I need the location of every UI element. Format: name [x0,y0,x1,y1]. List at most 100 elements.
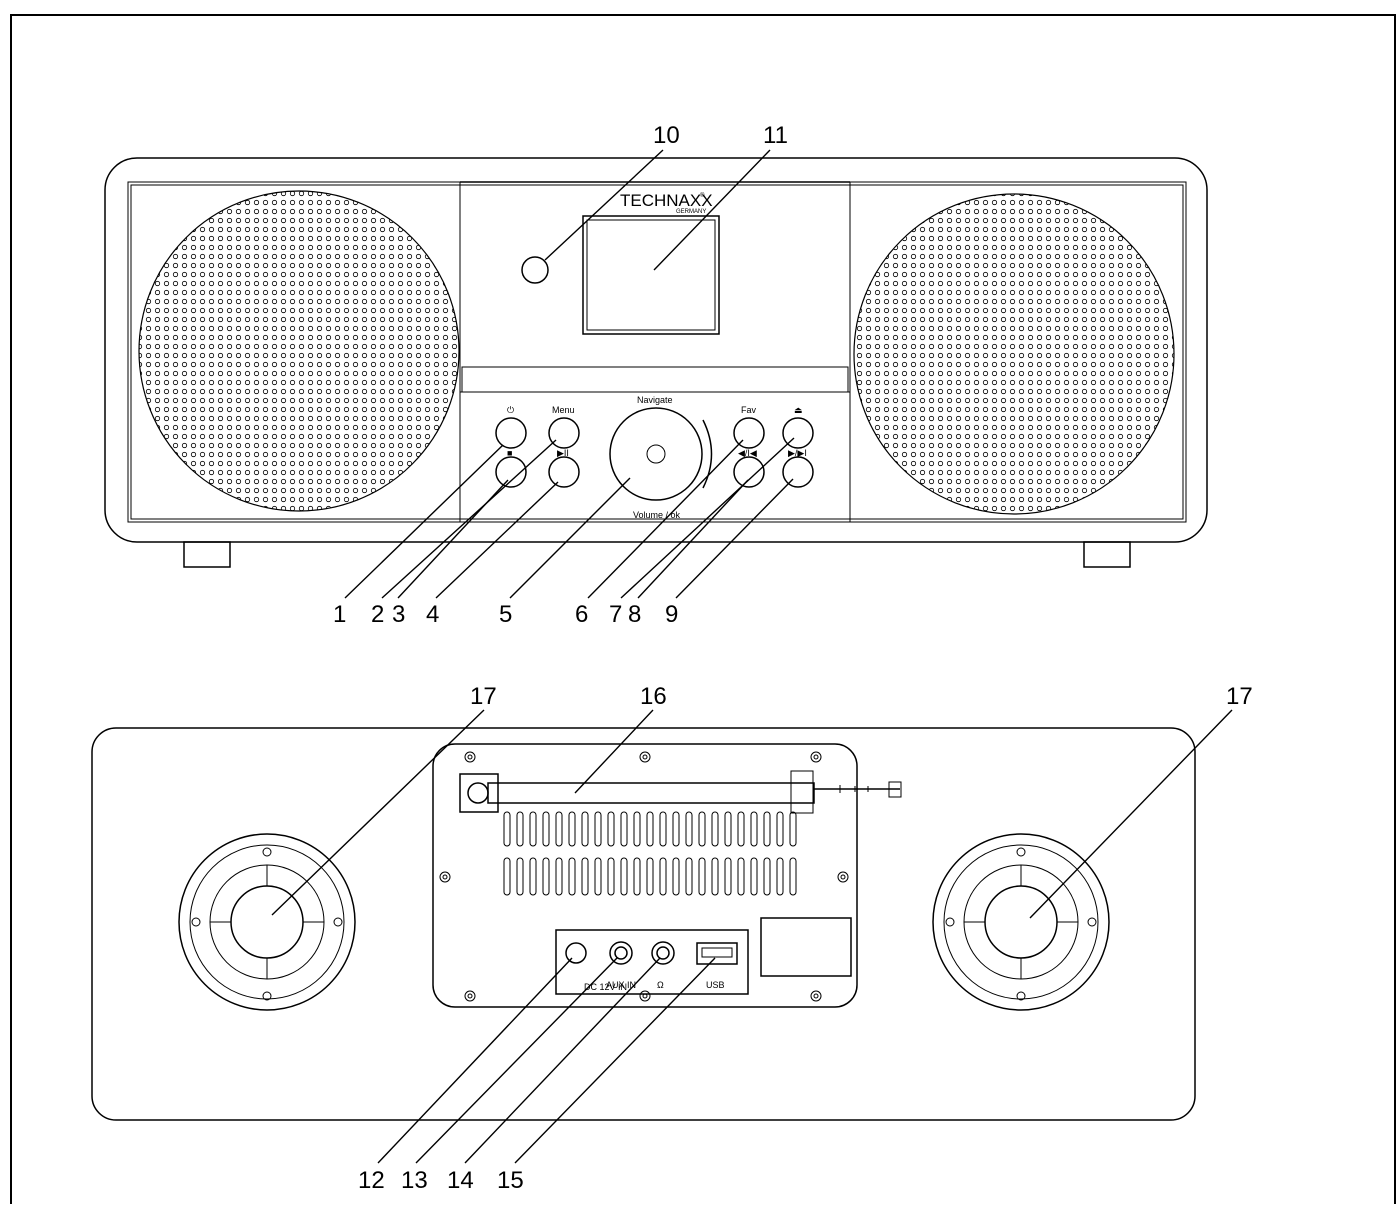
dc-in-port[interactable] [565,942,587,964]
headphone-port[interactable] [651,941,675,965]
vent-slot [633,857,641,896]
prev-button[interactable] [733,456,765,488]
vent-slot [581,811,589,847]
navigate-volume-knob[interactable] [609,407,703,501]
prev-button-label: ◀/I◀ [738,448,757,458]
vent-slot [568,811,576,847]
headphone-label: Ω [657,980,664,990]
callout-13: 13 [401,1167,428,1194]
callout-8: 8 [628,601,641,628]
play-pause-button[interactable] [548,456,580,488]
callout-12: 12 [358,1167,385,1194]
front-buttons [495,417,814,488]
vent-slot [672,857,680,896]
vent-slot [698,811,706,847]
brand-name: TECHNAXX [620,191,713,210]
telescopic-antenna[interactable] [459,770,902,814]
vent-slot [503,857,511,896]
callout-6: 6 [575,601,588,628]
fav-button[interactable] [733,417,765,449]
vent-slot [646,811,654,847]
vent-slot [659,857,667,896]
vent-slot [685,857,693,896]
callout-2: 2 [371,601,384,628]
vent-slot [737,857,745,896]
left-speaker-panel [127,181,461,523]
right-foot [1083,541,1131,568]
back-view: DC 12V IN AUX IN Ω USB [91,727,1196,1121]
power-button[interactable] [495,417,527,449]
fav-button-label: Fav [741,405,757,415]
callout-7: 7 [609,601,622,628]
vent-slot [503,811,511,847]
callout-17-left: 17 [470,683,497,710]
next-button[interactable] [782,456,814,488]
vent-slot [555,857,563,896]
vent-slot [776,857,784,896]
vent-slot [620,857,628,896]
vent-slot [711,811,719,847]
vent-slot [594,857,602,896]
vent-slot [581,857,589,896]
usb-label: USB [706,980,725,990]
control-panel [459,391,851,523]
vent-slot [542,811,550,847]
vent-slot [529,857,537,896]
cd-slot [461,366,849,393]
callout-15: 15 [497,1167,524,1194]
eject-button[interactable] [782,417,814,449]
knob-arc [702,419,713,489]
rear-screws [439,751,849,1002]
next-button-label: ▶/▶I [788,448,807,458]
stop-button-label: ■ [507,448,512,458]
figure-frame [10,14,1396,1204]
back-leaders [271,709,1233,1164]
vent-slot [711,857,719,896]
callout-16: 16 [640,683,667,710]
front-view: TECHNAXX ® GERMANY ⏻ Menu Fav ⏏ ■ ▶II ◀/… [104,157,1208,568]
menu-button[interactable] [548,417,580,449]
vent-slot [685,811,693,847]
back-cabinet [91,727,1196,1121]
brand-registered-mark: ® [700,192,705,199]
vent-slots [503,811,797,896]
vent-slot [724,811,732,847]
vent-slot [555,811,563,847]
callout-numbers: 10 11 1 2 3 4 5 6 7 8 9 17 16 17 12 13 1… [333,122,1253,1194]
callout-11: 11 [763,122,788,149]
vent-slot [659,811,667,847]
right-bass-port [932,833,1110,1011]
vent-slot [607,857,615,896]
left-bass-port [178,833,356,1011]
play-pause-button-label: ▶II [557,448,569,458]
right-speaker-grille [853,193,1175,515]
aux-in-label: AUX IN [606,980,636,990]
usb-port[interactable] [696,942,738,965]
rating-label-area [760,917,852,977]
vent-slot [724,857,732,896]
vent-slot [646,857,654,896]
front-leaders [344,149,795,599]
vent-slot [750,857,758,896]
brand-subtitle: GERMANY [676,209,706,215]
vent-slot [698,857,706,896]
aux-in-port[interactable] [609,941,633,965]
front-cabinet [104,157,1208,543]
vent-slot [633,811,641,847]
vent-slot [789,811,797,847]
display-screen [582,215,720,335]
vent-slot [529,811,537,847]
left-foot [183,541,231,568]
port-bar [555,929,749,995]
vent-slot [594,811,602,847]
callout-9: 9 [665,601,678,628]
stop-button[interactable] [495,456,527,488]
vent-slot [542,857,550,896]
vent-slot [516,857,524,896]
vent-slot [737,811,745,847]
knob-top-label: Navigate [637,395,673,405]
callout-14: 14 [447,1167,474,1194]
callout-4: 4 [426,601,439,628]
power-button-label: ⏻ [507,405,514,415]
